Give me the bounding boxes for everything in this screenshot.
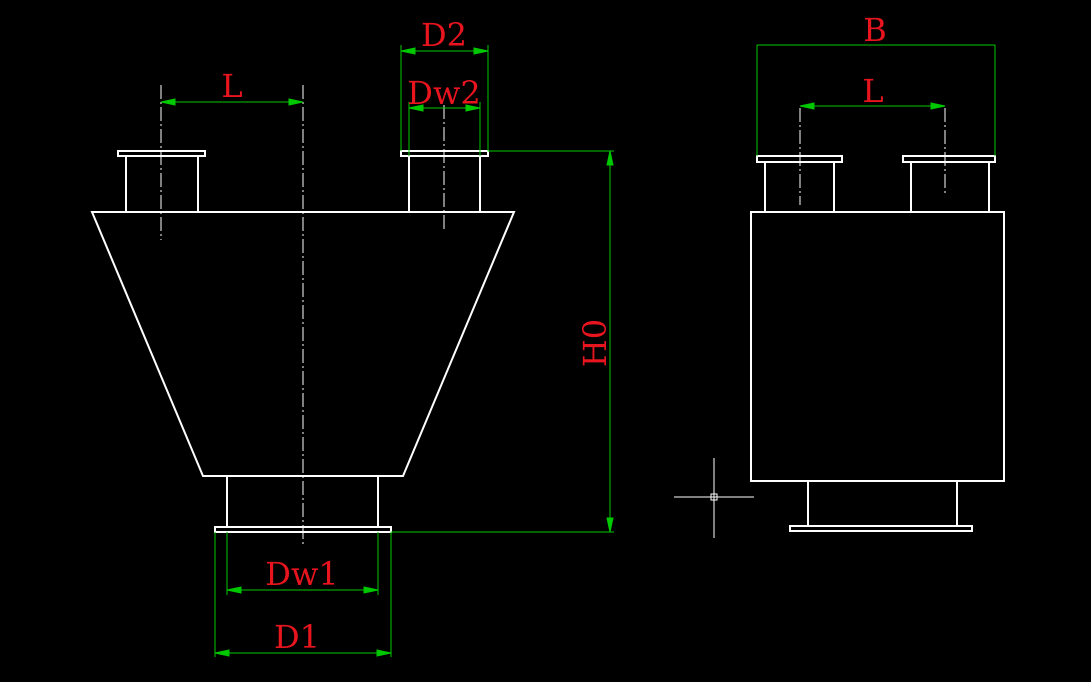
side-view (750, 155, 1005, 532)
label-side-L: L (862, 72, 883, 110)
side-box-body (750, 211, 1005, 482)
crosshair-cursor-icon (674, 458, 754, 538)
dim-Dw2 (408, 102, 481, 156)
side-dimension-labels: B L (862, 11, 886, 110)
dim-D1 (214, 532, 392, 657)
label-H0: H0 (576, 319, 614, 367)
dim-Dw1 (226, 532, 379, 595)
side-bottom-outlet (789, 481, 973, 532)
label-Dw2: Dw2 (407, 74, 480, 112)
dim-side-L (799, 102, 946, 110)
label-D2: D2 (421, 16, 467, 54)
dim-H0 (391, 150, 614, 533)
label-front-L: L (221, 67, 242, 105)
front-dimensions (160, 45, 614, 657)
side-centerlines (799, 108, 946, 205)
front-centerlines (160, 85, 445, 545)
front-hopper-body (90, 211, 516, 477)
label-Dw1: Dw1 (265, 555, 338, 593)
label-B: B (863, 11, 887, 49)
side-dimensions (756, 44, 996, 156)
dim-B (756, 44, 996, 156)
dim-D2 (400, 45, 489, 151)
front-dimension-labels: L D2 Dw2 H0 Dw1 D1 (221, 16, 614, 656)
label-D1: D1 (274, 618, 320, 656)
dim-front-L (160, 98, 304, 106)
side-right-nozzle (902, 155, 996, 212)
